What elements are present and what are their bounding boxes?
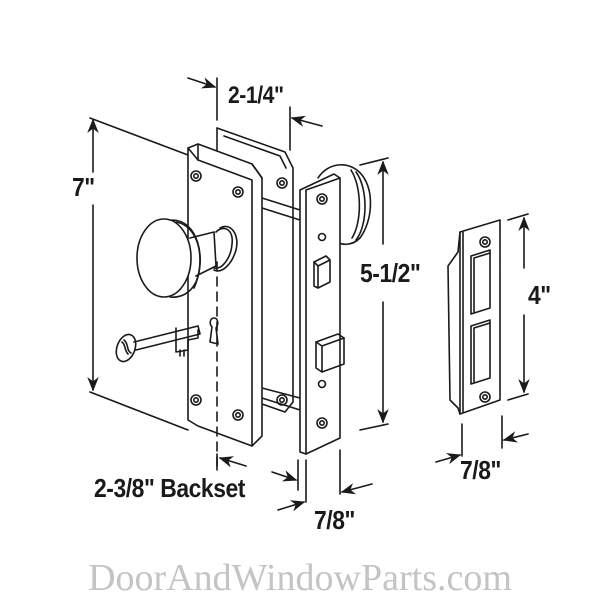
dimension-7in <box>87 117 189 431</box>
skeleton-key <box>115 325 201 363</box>
keyhole-icon <box>209 317 219 345</box>
rear-escutcheon-plate <box>216 127 294 413</box>
mortise-lock-body <box>261 197 301 411</box>
label-faceplate-7-8in: 7/8" <box>314 505 355 535</box>
label-strike-7-8in: 7/8" <box>460 455 501 485</box>
dimension-backset <box>216 453 299 491</box>
watermark: DoorAndWindowParts.com <box>88 557 512 599</box>
dimension-strike-width <box>435 415 529 465</box>
escutcheon-plate <box>187 143 263 447</box>
label-7in: 7" <box>72 172 95 202</box>
dimension-4in <box>507 213 530 401</box>
strike-plate <box>447 219 501 415</box>
dimension-5-1-2in <box>359 157 389 431</box>
door-knob <box>136 218 238 298</box>
rear-knob <box>317 164 372 246</box>
label-backset: 2-3/8" Backset <box>94 473 245 503</box>
dimension-2-1-4in <box>187 77 323 151</box>
latch-bolt <box>313 255 331 289</box>
dead-bolt <box>315 333 345 373</box>
label-5-1-2in: 5-1/2" <box>360 258 421 288</box>
label-4in: 4" <box>528 280 551 310</box>
dimension-faceplate-width <box>277 449 373 512</box>
label-2-1-4in: 2-1/4" <box>228 82 284 109</box>
faceplate <box>299 173 341 455</box>
